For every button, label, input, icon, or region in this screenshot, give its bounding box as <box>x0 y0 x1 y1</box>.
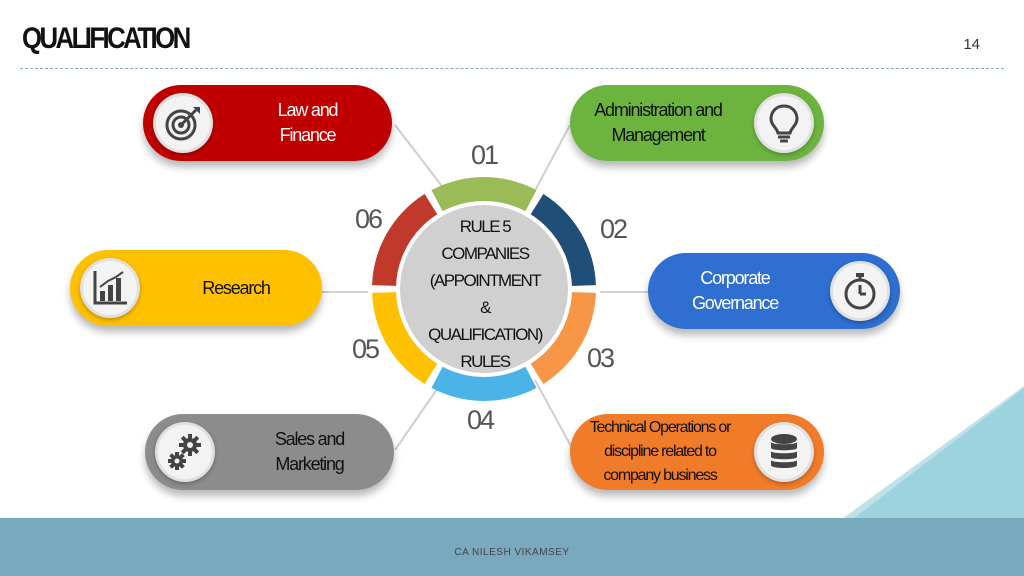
header-divider <box>20 68 1004 69</box>
wheel-segment-06 <box>372 194 439 286</box>
wheel-segment-02 <box>529 194 596 286</box>
pill-label: Law and Finance <box>277 100 339 145</box>
corner-decoration-front <box>854 388 1024 518</box>
pill-technical-operations: Technical Operations or discipline relat… <box>570 414 824 490</box>
center-line: & <box>480 298 491 317</box>
wheel-segment-01 <box>431 177 537 214</box>
stopwatch-icon <box>830 261 890 321</box>
pill-corporate-governance: Corporate Governance <box>648 253 900 329</box>
footer-text: CA NILESH VIKAMSEY <box>454 547 570 558</box>
bar-chart-icon <box>80 258 140 318</box>
database-icon <box>754 422 814 482</box>
connector-line <box>394 384 441 451</box>
page-number: 14 <box>963 36 980 53</box>
pill-law-finance: Law and Finance <box>143 85 392 161</box>
pill-administration-management: Administration and Management <box>570 85 824 161</box>
segment-number-04: 04 <box>467 405 495 435</box>
segment-number-01: 01 <box>471 140 499 170</box>
connector-line <box>394 124 446 191</box>
connector-line <box>529 124 571 201</box>
pill-label: Technical Operations or discipline relat… <box>589 419 732 484</box>
segment-number-06: 06 <box>355 204 383 234</box>
connector-lines <box>322 124 648 451</box>
wheel-segment-04 <box>431 364 537 401</box>
center-title: RULE 5 COMPANIES (APPOINTMENT & QUALIFIC… <box>415 213 555 375</box>
target-icon <box>153 93 213 153</box>
pill-label: Research <box>202 277 271 298</box>
wheel-segment-03 <box>529 292 596 384</box>
center-line: RULES <box>460 352 511 371</box>
wheel-segment-05 <box>372 292 439 384</box>
pill-sales-marketing: Sales and Marketing <box>145 414 394 490</box>
pill-research: Research <box>70 250 322 326</box>
connector-line <box>534 379 573 449</box>
center-line: RULE 5 <box>459 217 512 236</box>
segment-number-02: 02 <box>600 214 628 244</box>
segment-number-05: 05 <box>352 334 380 364</box>
page-title: QUALIFICATION <box>22 22 191 55</box>
pill-label: Corporate Governance <box>691 268 779 313</box>
pill-label: Sales and Marketing <box>274 429 345 474</box>
segment-number-03: 03 <box>587 343 615 373</box>
center-line: QUALIFICATION) <box>428 325 543 344</box>
gears-icon <box>155 422 215 482</box>
wheel-segments <box>372 177 596 401</box>
lightbulb-icon <box>754 93 814 153</box>
footer-bar <box>0 518 1024 576</box>
center-line: COMPANIES <box>441 244 530 263</box>
center-line: (APPOINTMENT <box>429 271 542 290</box>
center-circle <box>396 201 572 377</box>
pill-label: Administration and Management <box>594 100 723 145</box>
